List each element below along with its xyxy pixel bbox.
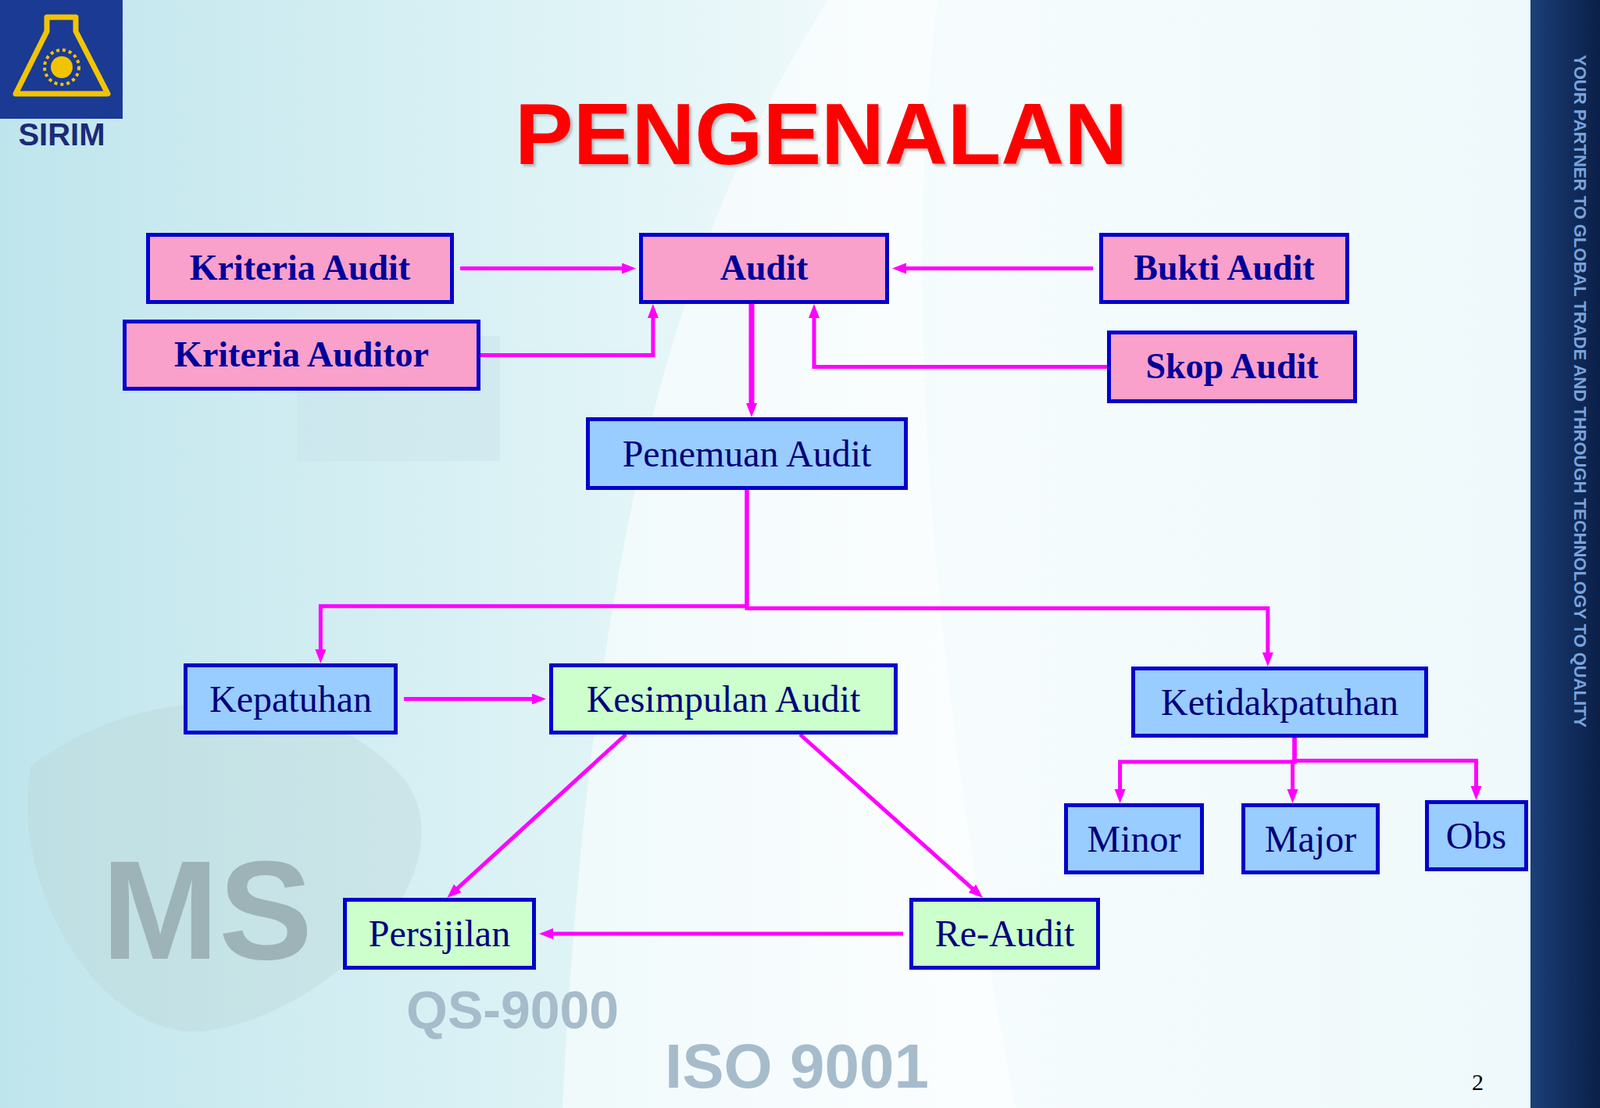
- logo-text: SIRIM: [1, 118, 122, 150]
- watermark: QS-9000: [406, 982, 619, 1036]
- logo-sun-rays: [44, 50, 79, 85]
- connector-arrow: [746, 489, 1268, 654]
- process-box: Obs: [1425, 800, 1529, 872]
- connector-arrow: [749, 303, 755, 405]
- connector-arrow: [1120, 737, 1295, 791]
- process-box: Major: [1241, 803, 1380, 875]
- box-label: Bukti Audit: [1133, 247, 1315, 290]
- box-label: Kriteria Audit: [189, 247, 411, 290]
- page-number: 2: [1471, 1070, 1484, 1094]
- box-label: Audit: [720, 247, 808, 290]
- connector-arrow: [480, 316, 654, 356]
- connector-arrow: [1294, 737, 1477, 788]
- connector-arrow: [460, 266, 624, 271]
- box-label: Persijilan: [368, 911, 511, 955]
- process-box: Bukti Audit: [1099, 232, 1350, 304]
- process-box: Ketidakpatuhan: [1131, 666, 1429, 738]
- process-box: Penemuan Audit: [585, 417, 908, 490]
- connector-arrow: [814, 316, 1108, 368]
- logo-sun: [50, 56, 73, 79]
- box-label: Skop Audit: [1145, 346, 1318, 388]
- side-band: [1530, 0, 1600, 1108]
- box-label: Re-Audit: [935, 911, 1075, 955]
- logo-square: [0, 0, 123, 119]
- watermark: MS: [101, 839, 313, 981]
- box-label: Minor: [1087, 817, 1182, 861]
- box-label: Major: [1264, 817, 1357, 861]
- box-label: Kriteria Auditor: [174, 334, 429, 376]
- process-box: Re-Audit: [909, 897, 1100, 970]
- process-box: Kepatuhan: [183, 663, 398, 735]
- connector-arrow: [551, 932, 904, 936]
- box-label: Obs: [1446, 814, 1507, 858]
- box-label: Penemuan Audit: [622, 432, 872, 475]
- band-slogan: YOUR PARTNER TO GLOBAL TRADE AND THROUGH…: [1570, 54, 1590, 728]
- process-box: Kriteria Audit: [146, 232, 454, 304]
- process-box: Kriteria Auditor: [122, 319, 481, 391]
- slide-title: PENGENALAN: [469, 85, 1173, 183]
- connector-arrow: [403, 696, 534, 701]
- process-box: Kesimpulan Audit: [549, 663, 898, 735]
- connector-arrow: [456, 734, 626, 890]
- box-label: Ketidakpatuhan: [1160, 680, 1399, 724]
- process-box: Skop Audit: [1107, 330, 1358, 404]
- process-box: Persijilan: [342, 897, 536, 970]
- box-label: Kesimpulan Audit: [586, 677, 861, 721]
- logo-flask: [15, 17, 108, 94]
- process-box: Minor: [1064, 803, 1204, 875]
- connector-arrow: [320, 489, 747, 651]
- connector-arrow: [904, 266, 1093, 271]
- box-label: Kepatuhan: [209, 677, 372, 721]
- connector-arrow: [800, 734, 974, 890]
- process-box: Audit: [639, 232, 890, 304]
- watermark: ISO 9001: [664, 1035, 929, 1098]
- ms-emblem: [27, 702, 422, 1032]
